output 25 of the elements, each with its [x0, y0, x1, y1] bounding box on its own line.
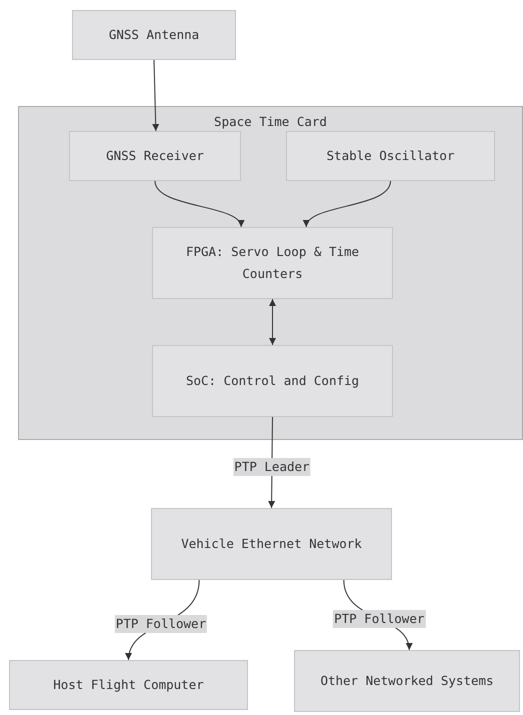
node-label: GNSS Antenna — [108, 26, 200, 44]
arrow — [269, 298, 276, 346]
process-box — [151, 508, 392, 580]
process-box — [294, 650, 520, 712]
arrow — [305, 180, 391, 228]
process-box — [9, 660, 248, 710]
arrow — [154, 180, 242, 228]
process-box — [72, 10, 236, 60]
node-label: SoC: Control and Config — [186, 372, 360, 390]
group-container — [18, 106, 523, 440]
node-label: GNSS Receiver — [106, 147, 204, 165]
node-label: Other Networked Systems — [320, 672, 494, 690]
edge-label: PTP Leader — [233, 458, 311, 476]
process-box — [286, 131, 495, 181]
process-box — [69, 131, 241, 181]
edge-label: PTP Follower — [114, 615, 208, 634]
node-label: FPGA: Servo Loop & Time Counters — [184, 243, 360, 283]
node-label: Stable Oscillator — [326, 147, 454, 165]
arrow — [152, 60, 160, 132]
node-label: Host Flight Computer — [53, 676, 204, 694]
group-title: Space Time Card — [214, 113, 327, 131]
node-label: Vehicle Ethernet Network — [181, 535, 362, 553]
process-box — [152, 227, 393, 299]
edge-label: PTP Follower — [333, 610, 426, 628]
process-box — [152, 345, 393, 417]
